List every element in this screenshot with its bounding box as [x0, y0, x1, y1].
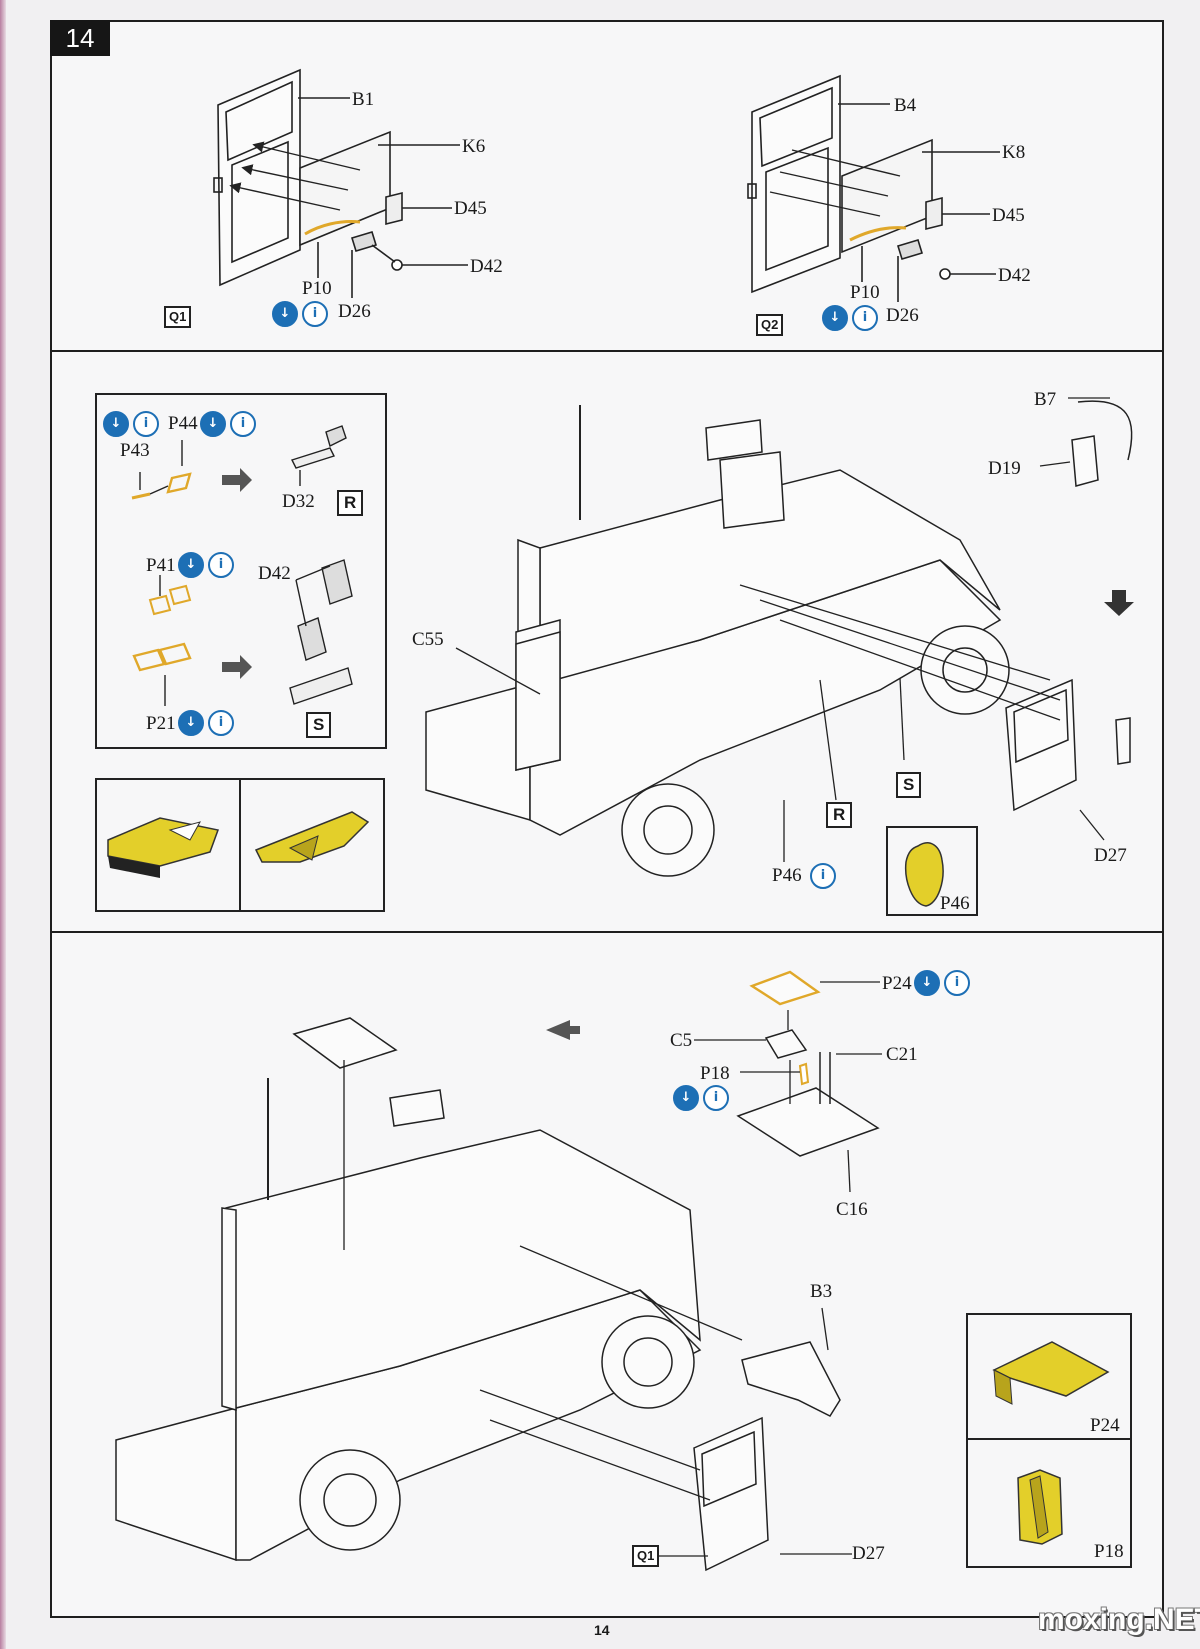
- flip-down-icon: ↓: [103, 411, 129, 437]
- q2-icons: ↓ i: [822, 305, 878, 331]
- flip-down-icon: ↓: [200, 411, 226, 437]
- mid-label-p46: P46: [772, 865, 802, 886]
- q2-tag: Q2: [756, 314, 784, 336]
- info-icon: i: [703, 1085, 729, 1111]
- inset-icons-p21: ↓ i: [178, 710, 234, 736]
- inset-icons-p43: ↓ i: [103, 411, 159, 437]
- bottom-label-c16: C16: [836, 1199, 868, 1220]
- bottom-label-c5: C5: [670, 1030, 693, 1051]
- mid-label-b7: B7: [1034, 389, 1057, 410]
- inset-tag-s: S: [306, 712, 332, 738]
- inset-label-d42: D42: [258, 563, 291, 584]
- inset-label-d32: D32: [282, 491, 315, 512]
- bottom-label-p24: P24: [882, 973, 912, 994]
- bottom-label-c21: C21: [886, 1044, 918, 1065]
- info-icon: i: [208, 710, 234, 736]
- q1-label-k6: K6: [462, 136, 486, 157]
- info-icon: i: [810, 863, 836, 889]
- bottom-label-b3: B3: [810, 1281, 833, 1302]
- inset-label-p41: P41: [146, 555, 176, 576]
- info-icon: i: [302, 301, 328, 327]
- info-icon: i: [208, 552, 234, 578]
- q1-label-d26: D26: [338, 301, 371, 322]
- info-icon: i: [944, 970, 970, 996]
- detail-label-p24: P24: [1090, 1415, 1120, 1436]
- inset-icons-p44: ↓ i: [200, 411, 256, 437]
- mid-tag-r: R: [826, 802, 853, 828]
- info-icon: i: [230, 411, 256, 437]
- q2-label-k8: K8: [1002, 142, 1026, 163]
- q2-label-d26: D26: [886, 305, 919, 326]
- detail-label-p18: P18: [1094, 1541, 1124, 1562]
- mid-tag-s: S: [896, 772, 922, 798]
- mid-icons-p46: i: [810, 863, 836, 889]
- flip-down-icon: ↓: [272, 301, 298, 327]
- detail-label-p46: P46: [940, 893, 970, 914]
- bottom-tag-q1: Q1: [632, 1545, 660, 1567]
- page-number: 14: [594, 1622, 610, 1638]
- bottom-label-p18: P18: [700, 1063, 730, 1084]
- inset-label-p44: P44: [168, 413, 198, 434]
- q1-icons: ↓ i: [272, 301, 328, 327]
- mid-label-d19: D19: [988, 458, 1021, 479]
- bottom-icons-p18: ↓ i: [673, 1085, 729, 1111]
- mid-label-c55: C55: [412, 629, 444, 650]
- q1-tag: Q1: [164, 306, 192, 328]
- inset-label-p43: P43: [120, 440, 150, 461]
- watermark: moxing.NET: [1038, 1603, 1200, 1636]
- step-number: 14: [50, 20, 110, 56]
- q2-label-b4: B4: [894, 95, 917, 116]
- q1-label-b1: B1: [352, 89, 375, 110]
- page-binding-edge: [0, 0, 6, 1649]
- q2-label-d42: D42: [998, 265, 1031, 286]
- divider-bottom: [50, 931, 1164, 933]
- info-icon: i: [133, 411, 159, 437]
- q2-label-d45: D45: [992, 205, 1025, 226]
- q1-label-d45: D45: [454, 198, 487, 219]
- q2-label-p10: P10: [850, 282, 880, 303]
- bottom-icons-p24: ↓ i: [914, 970, 970, 996]
- inset-icons-p41: ↓ i: [178, 552, 234, 578]
- q1-label-p10: P10: [302, 278, 332, 299]
- flip-down-icon: ↓: [822, 305, 848, 331]
- flip-down-icon: ↓: [673, 1085, 699, 1111]
- divider-top: [50, 350, 1164, 352]
- mid-label-d27: D27: [1094, 845, 1127, 866]
- flip-down-icon: ↓: [178, 710, 204, 736]
- q1-label-d42: D42: [470, 256, 503, 277]
- bottom-label-d27: D27: [852, 1543, 885, 1564]
- render-box-right: [239, 778, 385, 912]
- flip-down-icon: ↓: [914, 970, 940, 996]
- flip-down-icon: ↓: [178, 552, 204, 578]
- inset-tag-r: R: [337, 490, 364, 516]
- info-icon: i: [852, 305, 878, 331]
- inset-label-p21: P21: [146, 713, 176, 734]
